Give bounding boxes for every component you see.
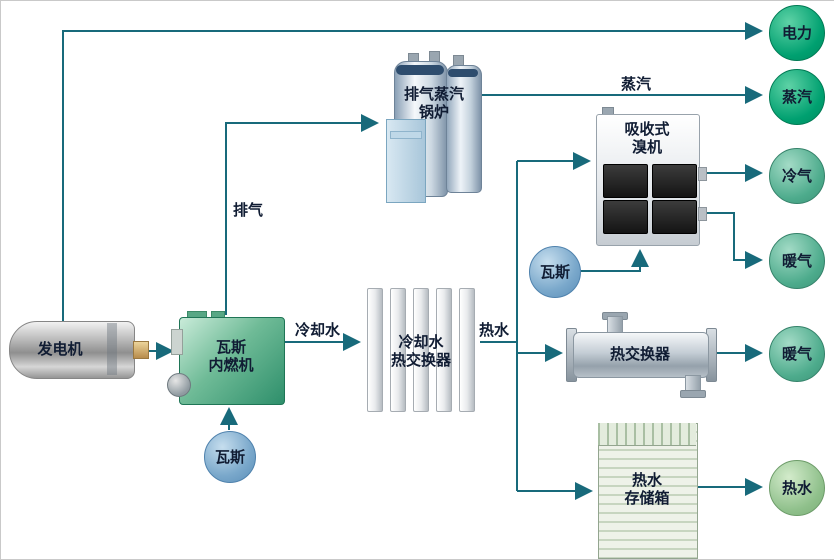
coolhx-plate — [367, 288, 383, 412]
chiller-port — [698, 207, 707, 221]
gas-engine-label-line1: 瓦斯 — [215, 338, 246, 356]
boiler-label: 排气蒸汽 锅炉 — [389, 85, 479, 121]
chiller-panel — [603, 164, 648, 198]
coolhx-plate — [390, 288, 406, 412]
chiller-panel — [652, 164, 697, 198]
chiller-panel — [603, 200, 648, 234]
chiller-panel — [652, 200, 697, 234]
output-heating-2: 暖气 — [769, 326, 825, 382]
boiler-side-cylinder — [446, 65, 482, 193]
tank-label-line2: 存储箱 — [624, 489, 670, 507]
boiler-front-panel-detail — [390, 131, 422, 139]
coolhx-label: 冷却水 热交换器 — [367, 333, 475, 369]
edge-label-exhaust: 排气 — [233, 201, 264, 219]
generator-label: 发电机 — [37, 340, 83, 358]
output-heating-1: 暖气 — [769, 233, 825, 289]
boiler-label-line1: 排气蒸汽 — [403, 85, 464, 103]
output-hot-water: 热水 — [769, 460, 825, 516]
boiler-label-line2: 锅炉 — [418, 103, 449, 121]
generator-shaft — [133, 341, 149, 359]
gas-engine-body — [179, 317, 285, 405]
tank-label-line1: 热水 — [631, 471, 662, 489]
gas-input-chiller: 瓦斯 — [529, 246, 581, 298]
edge-gas-to-chiller — [580, 249, 649, 272]
heatexchanger-label: 热交换器 — [609, 345, 670, 363]
edge-chiller-to-heating1 — [703, 212, 763, 269]
edge-label-cooling-water: 冷却水 — [295, 321, 341, 339]
generator-ring — [107, 323, 117, 375]
gas-input-engine-label: 瓦斯 — [214, 448, 245, 466]
gas-engine-label: 瓦斯 内燃机 — [179, 338, 283, 374]
coolhx-plate — [436, 288, 452, 412]
generator-body — [9, 321, 135, 379]
output-cold-air-label: 冷气 — [781, 167, 812, 185]
output-steam-label: 蒸汽 — [781, 88, 812, 106]
output-hot-water-label: 热水 — [781, 479, 812, 497]
edge-label-steam: 蒸汽 — [620, 75, 651, 93]
boiler-side-cap — [448, 69, 478, 77]
edge-label-hot-water: 热水 — [479, 321, 510, 339]
engine-flywheel — [167, 373, 191, 397]
storage-tank-label: 热水 存储箱 — [598, 471, 696, 507]
engine-bracket — [171, 329, 183, 355]
gas-engine-label-line2: 内燃机 — [208, 356, 254, 374]
coolhx-plate — [413, 288, 429, 412]
output-heating-1-label: 暖气 — [781, 252, 812, 270]
chiller-port — [698, 167, 707, 181]
chiller-label-line1: 吸收式 — [624, 120, 670, 138]
output-heating-2-label: 暖气 — [781, 345, 812, 363]
output-steam: 蒸汽 — [769, 69, 825, 125]
heatexchanger-body — [573, 332, 709, 378]
chiller-label-line2: 溴机 — [631, 138, 662, 156]
boiler-main-cap — [396, 65, 444, 75]
output-cold-air: 冷气 — [769, 148, 825, 204]
absorption-chiller-label: 吸收式 溴机 — [596, 120, 698, 156]
output-electricity-label: 电力 — [781, 24, 812, 42]
gas-input-engine: 瓦斯 — [204, 431, 256, 483]
gas-input-chiller-label: 瓦斯 — [539, 263, 570, 281]
coolhx-label-line2: 热交换器 — [390, 351, 451, 369]
heatexchanger-bottom-flange — [680, 390, 706, 398]
coolhx-plate — [459, 288, 475, 412]
edge-generator-to-electricity — [62, 22, 763, 321]
edge-engine-exhaust-to-boiler — [225, 114, 379, 315]
output-electricity: 电力 — [769, 5, 825, 61]
coolhx-label-line1: 冷却水 — [398, 333, 444, 351]
storage-tank-grid — [598, 423, 696, 446]
